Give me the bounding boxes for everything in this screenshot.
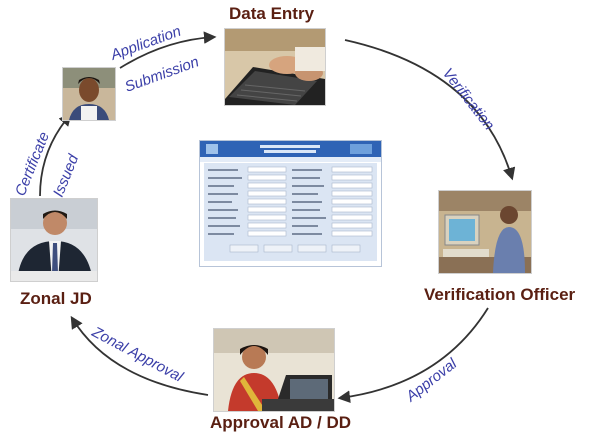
arrow-verification [344,39,516,181]
node-label-approval: Approval AD / DD [210,413,352,432]
application-form-screenshot-icon [199,140,382,267]
officer-at-computer-photo-icon [438,190,532,274]
woman-at-laptop-photo-icon [213,328,335,412]
node-label-verification-officer: Verification Officer [424,285,576,304]
arrow-certificate-issued [39,113,72,197]
node-label-data-entry: Data Entry [229,4,315,23]
arrow-submission [119,31,217,69]
edge-label-zonal-approval: Zonal Approval [88,323,186,386]
edge-label-verification: Verification [439,65,498,134]
arrow-approval [337,307,489,403]
typing-laptop-photo-icon [224,28,326,106]
applicant-photo-icon [62,67,116,121]
edge-label-issued: Issued [50,152,83,200]
businessman-photo-icon [10,198,98,282]
edge-label-application: Application [108,23,184,64]
edge-label-approval: Approval [402,355,460,406]
arrow-zonal-approval [70,315,209,396]
node-label-zonal-jd: Zonal JD [20,289,92,308]
edge-label-certificate: Certificate [12,130,53,199]
